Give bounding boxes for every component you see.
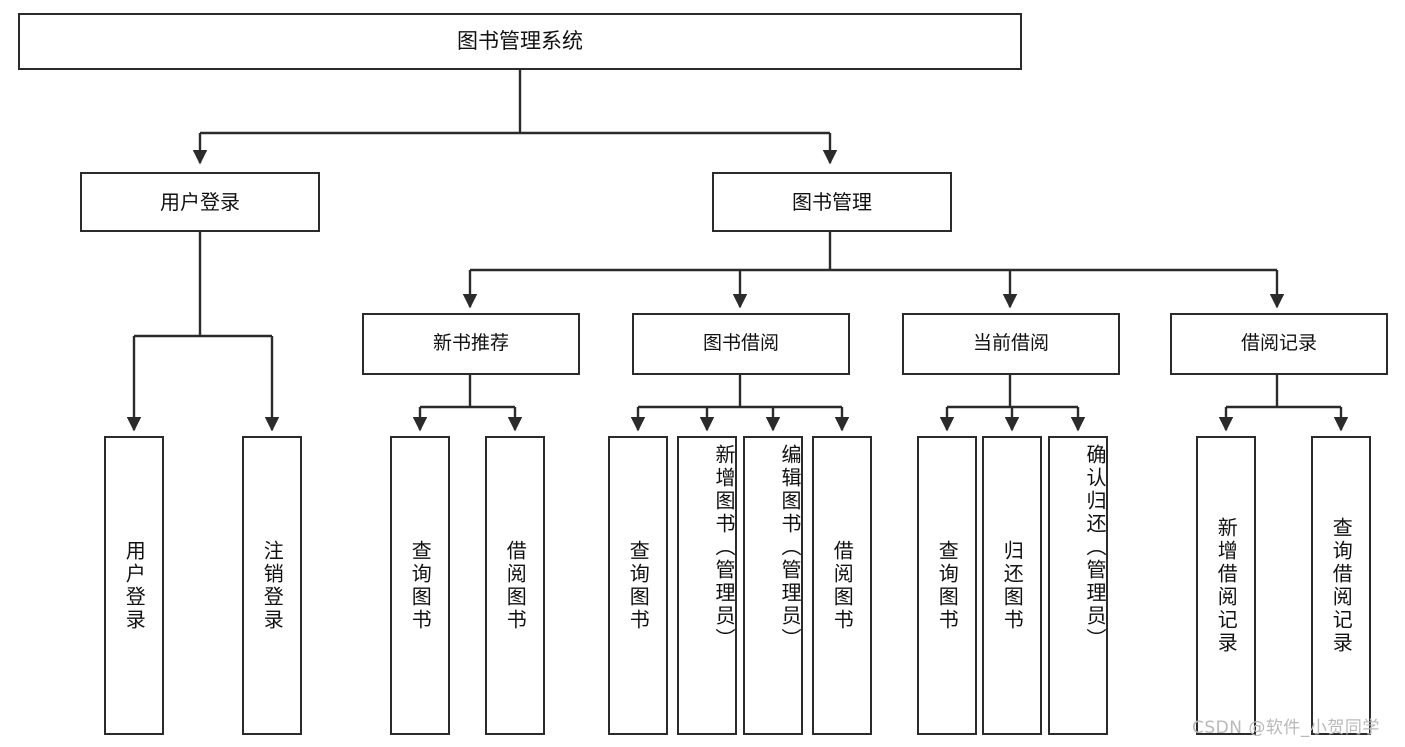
node-current-borrow[interactable]: 当前借阅 xyxy=(902,313,1120,375)
leaf-record-query-record-label: 查询借阅记录 xyxy=(1329,516,1354,655)
leaf-current-confirm-return-label: 确认归还（管理员） xyxy=(1083,444,1107,651)
node-book-borrow[interactable]: 图书借阅 xyxy=(632,313,850,375)
leaf-borrow-edit-book[interactable]: 编辑图书（管理员） xyxy=(743,436,803,735)
leaf-borrow-query-book-label: 查询图书 xyxy=(626,539,651,632)
node-book-borrow-label: 图书借阅 xyxy=(702,332,779,355)
leaf-current-query-book-label: 查询图书 xyxy=(935,539,960,632)
node-borrow-record-label: 借阅记录 xyxy=(1240,332,1317,355)
node-new-book-recommend[interactable]: 新书推荐 xyxy=(362,313,580,375)
leaf-borrow-borrow-book[interactable]: 借阅图书 xyxy=(812,436,872,735)
leaf-current-confirm-return[interactable]: 确认归还（管理员） xyxy=(1048,436,1108,735)
leaf-user-logout-label: 注销登录 xyxy=(260,539,285,632)
leaf-recommend-query-book-label: 查询图书 xyxy=(408,539,433,632)
leaf-borrow-query-book[interactable]: 查询图书 xyxy=(608,436,668,735)
node-user-login[interactable]: 用户登录 xyxy=(80,172,320,232)
leaf-record-add-record[interactable]: 新增借阅记录 xyxy=(1196,436,1256,735)
leaf-user-login-label: 用户登录 xyxy=(122,539,147,632)
leaf-user-login[interactable]: 用户登录 xyxy=(104,436,164,735)
leaf-record-add-record-label: 新增借阅记录 xyxy=(1214,516,1239,655)
leaf-recommend-borrow-book-label: 借阅图书 xyxy=(503,539,528,632)
leaf-borrow-add-book[interactable]: 新增图书（管理员） xyxy=(677,436,737,735)
leaf-user-logout[interactable]: 注销登录 xyxy=(242,436,302,735)
node-borrow-record[interactable]: 借阅记录 xyxy=(1170,313,1388,375)
node-book-management[interactable]: 图书管理 xyxy=(712,172,952,232)
leaf-current-query-book[interactable]: 查询图书 xyxy=(917,436,977,735)
leaf-borrow-edit-book-label: 编辑图书（管理员） xyxy=(778,444,802,651)
leaf-record-query-record[interactable]: 查询借阅记录 xyxy=(1311,436,1371,735)
node-book-management-label: 图书管理 xyxy=(792,189,872,214)
leaf-borrow-borrow-book-label: 借阅图书 xyxy=(830,539,855,632)
node-current-borrow-label: 当前借阅 xyxy=(972,332,1049,355)
node-new-book-recommend-label: 新书推荐 xyxy=(432,332,509,355)
csdn-watermark: CSDN @软件_小贺同学 xyxy=(1192,718,1380,738)
leaf-current-return-book-label: 归还图书 xyxy=(1000,539,1025,632)
node-root-label: 图书管理系统 xyxy=(457,28,583,53)
leaf-recommend-query-book[interactable]: 查询图书 xyxy=(390,436,450,735)
leaf-current-return-book[interactable]: 归还图书 xyxy=(982,436,1042,735)
leaf-recommend-borrow-book[interactable]: 借阅图书 xyxy=(485,436,545,735)
node-root[interactable]: 图书管理系统 xyxy=(18,13,1022,70)
leaf-borrow-add-book-label: 新增图书（管理员） xyxy=(712,444,736,651)
node-user-login-label: 用户登录 xyxy=(160,189,240,214)
